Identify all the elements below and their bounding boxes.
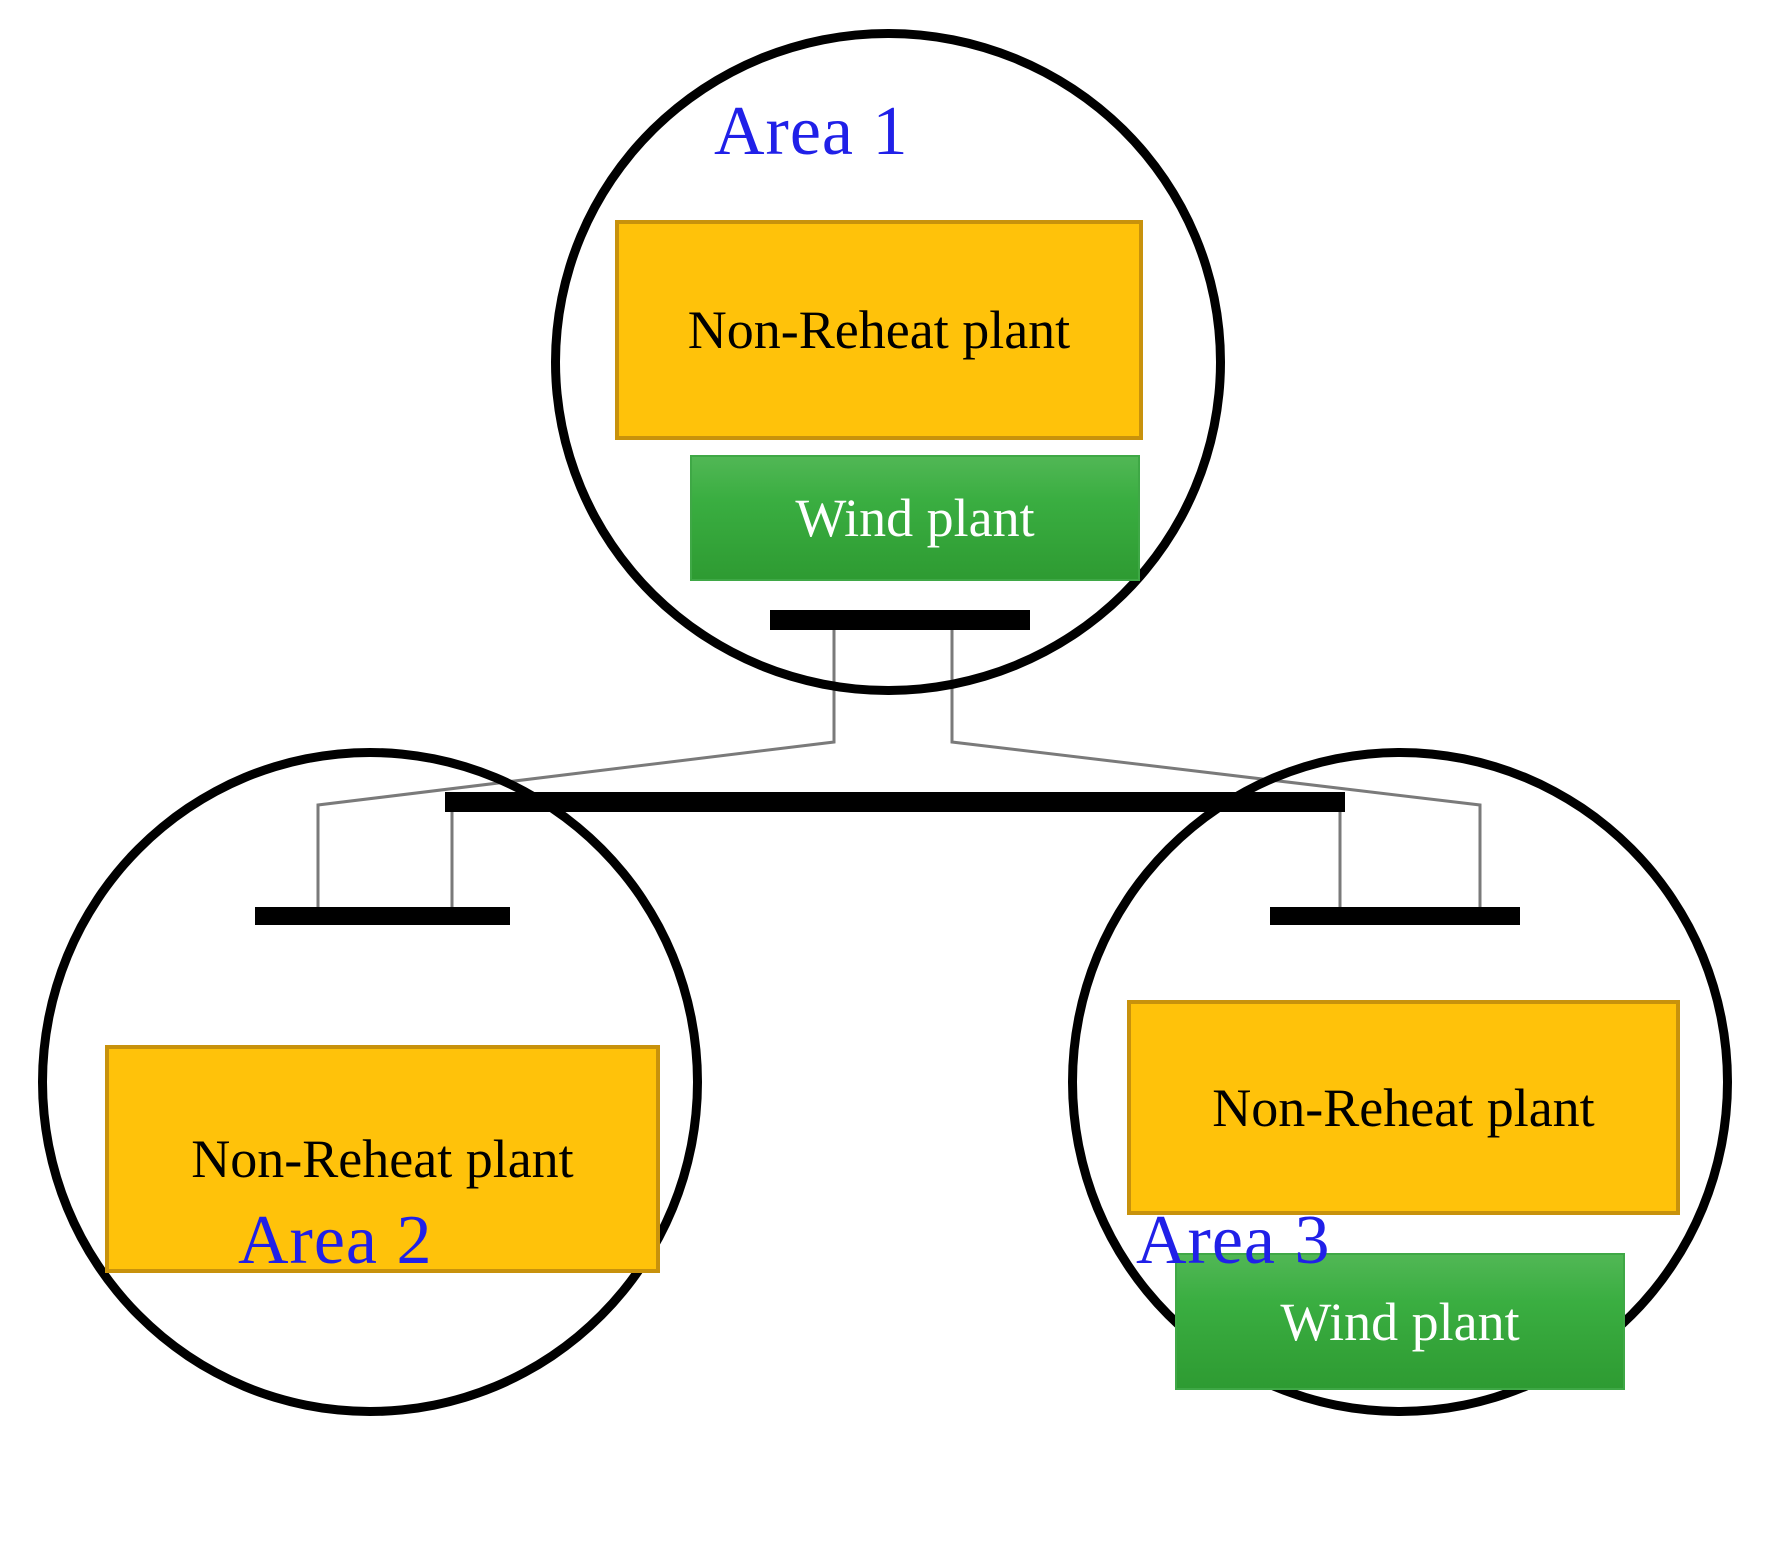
bus-bar-area-2[interactable] [255, 907, 510, 925]
area-label-area-3: Area 3 [1136, 1202, 1331, 1279]
area-circle-area-2[interactable] [38, 748, 702, 1416]
area-circle-area-3[interactable] [1068, 748, 1732, 1416]
plant-box-wind-area-1[interactable]: Wind plant [690, 455, 1140, 581]
bus-bar-area-1[interactable] [770, 610, 1030, 630]
bus-bar-area-3[interactable] [1270, 907, 1520, 925]
bus-bar-tie-line[interactable] [445, 792, 1345, 812]
area-label-area-1: Area 1 [714, 93, 909, 170]
area-circle-area-1[interactable] [551, 29, 1225, 695]
plant-box-non-reheat-area-2[interactable]: Non-Reheat plant [105, 1045, 660, 1273]
plant-box-wind-area-3[interactable]: Wind plant [1175, 1253, 1625, 1390]
area-label-area-2: Area 2 [238, 1202, 433, 1279]
plant-box-non-reheat-area-1[interactable]: Non-Reheat plant [615, 220, 1143, 440]
plant-box-non-reheat-area-3[interactable]: Non-Reheat plant [1127, 1000, 1680, 1215]
